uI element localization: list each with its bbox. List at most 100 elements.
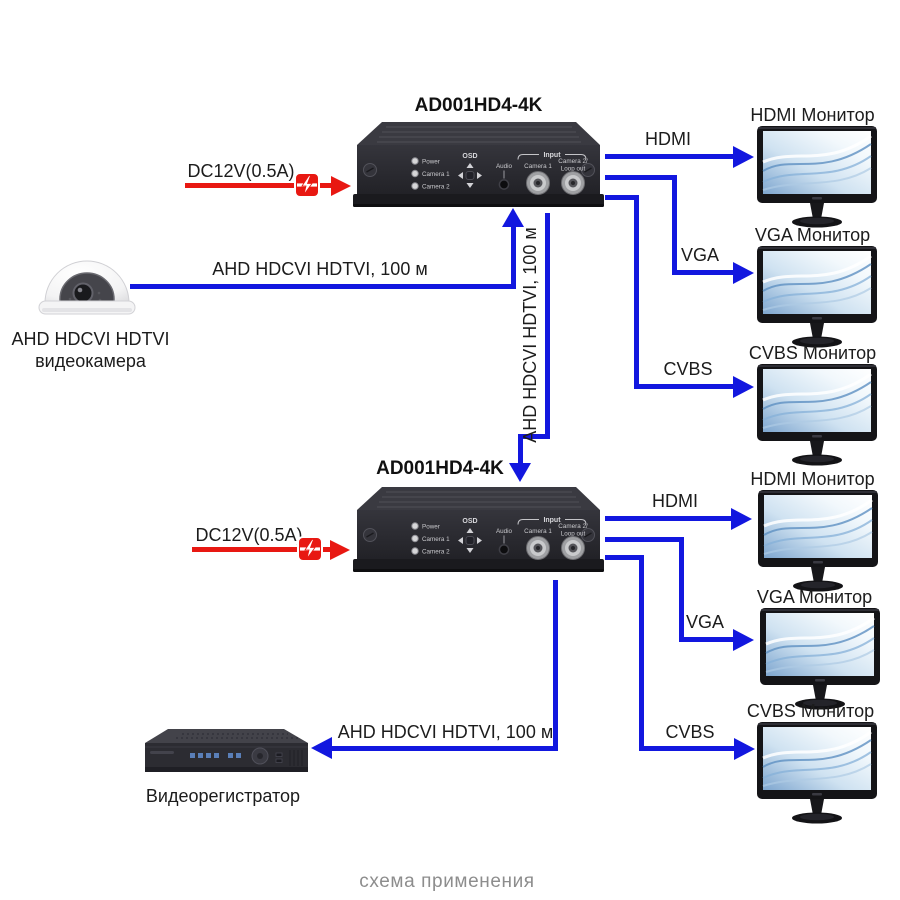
audio-label: Audio bbox=[496, 528, 513, 535]
led-cam1-label: Camera 1 bbox=[422, 171, 450, 178]
osd-left-icon bbox=[458, 537, 463, 544]
hdmi2-line bbox=[605, 516, 733, 521]
cvbs2-arrowhead-icon bbox=[734, 738, 755, 760]
cvbs-monitor1 bbox=[756, 364, 878, 467]
loop-cable-jog bbox=[518, 434, 550, 439]
loop-cable-v2 bbox=[518, 437, 523, 464]
vga1-label: VGA bbox=[680, 245, 719, 265]
vga-monitor1 bbox=[756, 246, 878, 349]
loop-cable-v1 bbox=[545, 213, 550, 439]
hdmi2-arrowhead-icon bbox=[731, 508, 752, 530]
osd-right-icon bbox=[477, 172, 482, 179]
led-power-icon bbox=[411, 157, 419, 165]
dvr-cable-h bbox=[331, 746, 558, 751]
vga1-line-v bbox=[672, 175, 677, 275]
osd-down-icon bbox=[466, 183, 474, 188]
osd-label: OSD bbox=[462, 153, 477, 160]
camera-cable-h bbox=[130, 284, 516, 289]
vga1-line-h2 bbox=[672, 270, 735, 275]
dvr-cable-arrowhead-icon bbox=[311, 737, 332, 759]
power1-line bbox=[185, 183, 333, 188]
dvr-button bbox=[236, 753, 241, 758]
led-camera2-icon bbox=[411, 547, 419, 555]
loop-cable-arrowhead-icon bbox=[509, 463, 531, 482]
audio-label: Audio bbox=[496, 163, 513, 170]
osd-left-icon bbox=[458, 172, 463, 179]
hdmi1-arrowhead-icon bbox=[733, 146, 754, 168]
dvr-device bbox=[145, 729, 308, 772]
monitor5-label: VGA Монитор bbox=[756, 587, 873, 607]
converter-device2: Power Camera 1 Camera 2 OSD Audio Input … bbox=[353, 487, 604, 572]
led-camera1-icon bbox=[411, 534, 419, 543]
led-power-label: Power bbox=[422, 524, 440, 531]
bnc-camera2-loopout-connector bbox=[561, 171, 585, 195]
hdmi1-label: HDMI bbox=[645, 129, 691, 149]
cvbs1-line-v bbox=[634, 195, 639, 389]
osd-label: OSD bbox=[462, 518, 477, 525]
monitor3-label: CVBS Монитор bbox=[748, 343, 877, 363]
cvbs-monitor2 bbox=[756, 722, 878, 825]
led-power-label: Power bbox=[422, 159, 440, 166]
dvr-usb-port bbox=[275, 752, 283, 757]
led-cam2-label: Camera 2 bbox=[422, 549, 450, 556]
led-power-icon bbox=[411, 522, 419, 530]
power1-bolt-icon bbox=[294, 172, 320, 198]
converter-device1: Power Camera 1 Camera 2 OSD Audio Input … bbox=[353, 122, 604, 207]
power1-arrowhead-icon bbox=[331, 176, 351, 196]
dvr-button bbox=[228, 753, 233, 758]
dvr-button bbox=[198, 753, 203, 758]
device1-title: AD001HD4-4K bbox=[414, 95, 543, 116]
vga1-arrowhead-icon bbox=[733, 262, 754, 284]
device2-title: AD001HD4-4K bbox=[376, 458, 504, 479]
vga2-arrowhead-icon bbox=[733, 629, 754, 651]
power2-label: DC12V(0.5A) bbox=[195, 525, 303, 545]
vga2-line-v bbox=[679, 537, 684, 642]
dvr-usb-port bbox=[275, 758, 283, 763]
camera-label-line2: видеокамера bbox=[35, 351, 146, 371]
camera-cable-v bbox=[511, 226, 516, 286]
hdmi-monitor1 bbox=[756, 126, 878, 229]
dvr-cable-label: AHD HDCVI HDTVI, 100 м bbox=[337, 722, 554, 742]
camera-lens-icon bbox=[72, 282, 94, 303]
bnc1-label: Camera 1 bbox=[524, 528, 552, 535]
dvr-label: Видеорегистратор bbox=[145, 786, 301, 806]
dvr-button bbox=[214, 753, 219, 758]
power1-label: DC12V(0.5A) bbox=[187, 161, 295, 181]
vga2-line-h1 bbox=[605, 537, 684, 542]
osd-center-button bbox=[465, 171, 475, 180]
osd-up-icon bbox=[466, 528, 474, 533]
audio-jack-icon bbox=[498, 544, 510, 555]
power2-bolt-icon bbox=[297, 536, 323, 562]
vga-monitor2 bbox=[759, 608, 881, 711]
led-camera2-icon bbox=[411, 182, 419, 190]
osd-up-icon bbox=[466, 163, 474, 168]
vga2-label: VGA bbox=[685, 612, 724, 632]
hdmi2-label: HDMI bbox=[652, 491, 698, 511]
power2-line bbox=[192, 547, 332, 552]
monitor4-label: HDMI Монитор bbox=[750, 469, 875, 489]
osd-center-button bbox=[465, 536, 475, 545]
bnc-camera1-connector bbox=[526, 536, 550, 560]
monitor2-label: VGA Монитор bbox=[754, 225, 871, 245]
led-cam2-label: Camera 2 bbox=[422, 184, 450, 191]
cvbs2-line-h2 bbox=[639, 746, 736, 751]
cvbs2-line-v bbox=[639, 555, 644, 751]
monitor6-label: CVBS Монитор bbox=[746, 701, 875, 721]
bnc2-label-1: Camera 2/ bbox=[558, 523, 588, 530]
diagram-caption: схема применения bbox=[359, 871, 535, 892]
dome-camera bbox=[38, 260, 136, 315]
cvbs2-line-h1 bbox=[605, 555, 644, 560]
input-label: Input bbox=[543, 517, 561, 524]
hdmi1-line bbox=[605, 154, 735, 159]
cvbs1-line-h1 bbox=[605, 195, 639, 200]
camera-cable-label: AHD HDCVI HDTVI, 100 м bbox=[212, 259, 428, 279]
input-label: Input bbox=[543, 152, 561, 159]
bnc1-label: Camera 1 bbox=[524, 163, 552, 170]
cvbs1-label: CVBS bbox=[663, 359, 713, 379]
hdmi-monitor2 bbox=[757, 490, 879, 593]
led-cam1-label: Camera 1 bbox=[422, 536, 450, 543]
bnc2-label-2: Loop out bbox=[561, 166, 586, 173]
dvr-button bbox=[190, 753, 195, 758]
osd-right-icon bbox=[477, 537, 482, 544]
